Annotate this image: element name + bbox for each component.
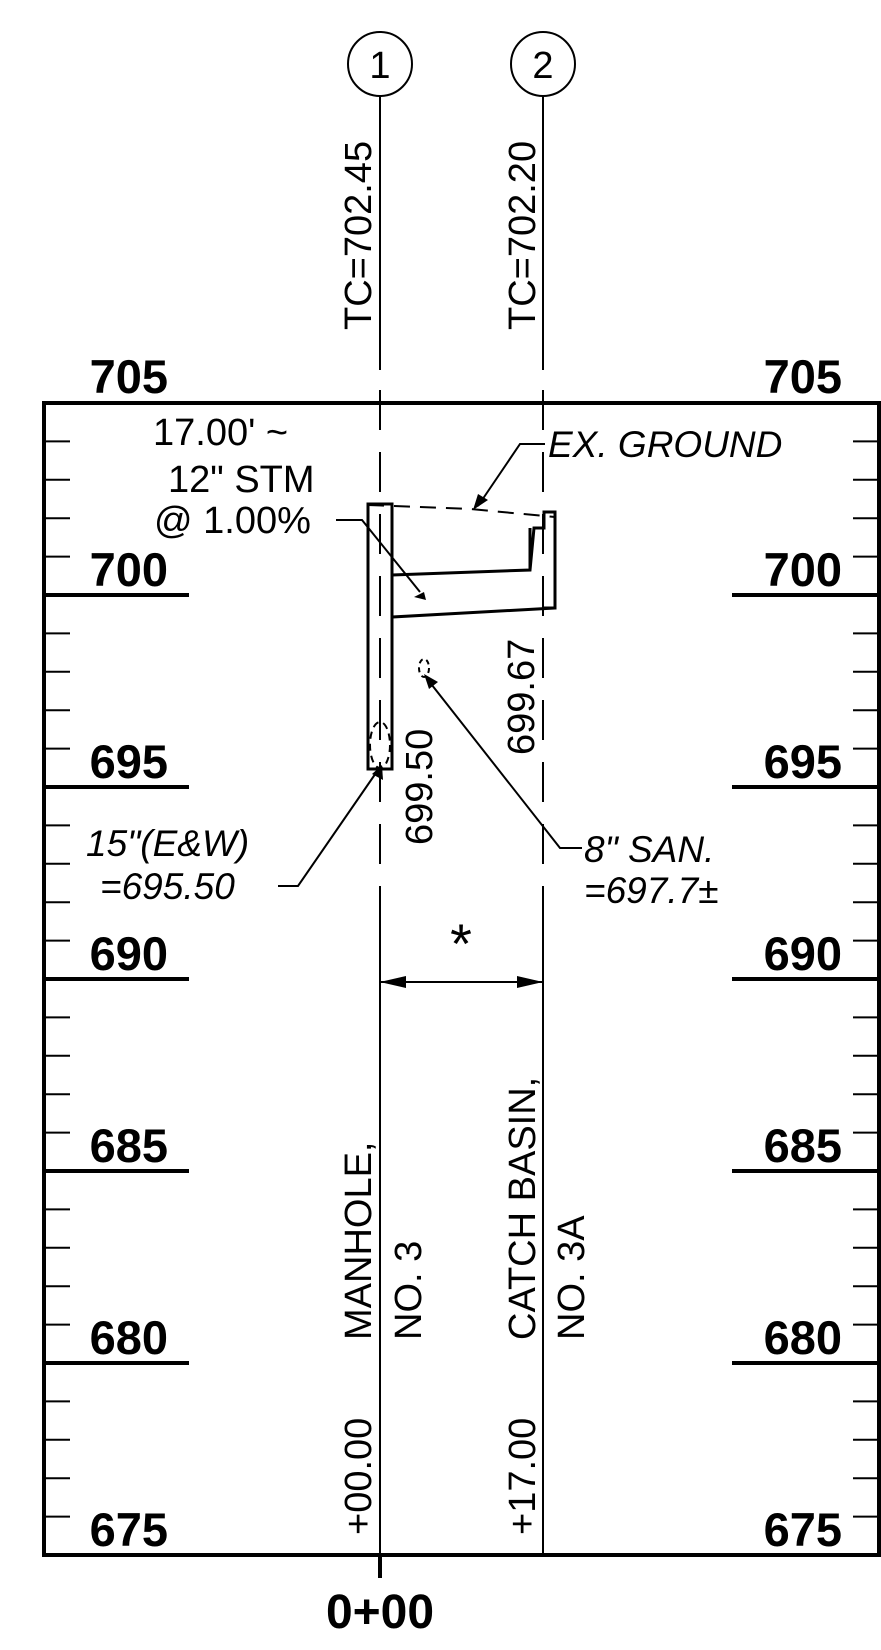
elevation-label: 690 [764,927,842,980]
pipe-note-leader [336,519,421,593]
pipe-length-note: 17.00' ~ [153,412,288,454]
crossing-8-size: 8" SAN. [584,829,714,870]
crossing-15-leader [278,769,379,887]
dimension-arrow-left [380,976,406,988]
elevation-label: 675 [90,1503,168,1556]
pipe-profile [366,502,557,771]
elevation-label: 685 [90,1119,168,1172]
ground-note-arrow [473,494,488,510]
elevation-ticks [44,401,879,1557]
elevation-label: 705 [90,350,168,403]
crossing-15-elev: =695.50 [100,866,235,907]
structure-number: NO. 3A [551,1215,593,1340]
bubble-number: 1 [369,45,390,87]
elevation-label: 680 [90,1311,168,1364]
ground-note-leader [477,443,545,507]
crossing-8-leader [427,679,582,849]
dimension-mark: * [450,912,472,975]
top-of-casting-label: TC=702.45 [338,141,380,330]
pipe-note-arrow [414,592,426,600]
elevation-label: 690 [90,927,168,980]
elevation-label: 680 [764,1311,842,1364]
structure-catch-basin-3a: 2 TC=702.20 699.67 CATCH BASIN, NO. 3A +… [501,31,593,1556]
ground-note: EX. GROUND [548,424,782,465]
structure-manhole-3: 1 TC=702.45 699.50 MANHOLE, NO. 3 +00.00 [338,31,441,1556]
crossing-15-size: 15"(E&W) [86,823,249,864]
elevation-label: 675 [764,1503,842,1556]
elevation-label: 685 [764,1119,842,1172]
crossing-8-arrow [424,674,438,689]
structure-name: MANHOLE, [338,1142,380,1340]
manhole-barrel [366,502,394,771]
elevation-labels-right: 705 700 695 690 685 680 675 [764,350,842,1556]
elevation-label: 695 [90,735,168,788]
pipe-size-note: 12" STM [168,459,315,501]
annotations: 17.00' ~ 12" STM @ 1.00% EX. GROUND 15"(… [86,412,782,911]
elevation-labels-left: 705 700 695 690 685 680 675 [90,350,168,1556]
structure-name: CATCH BASIN, [502,1077,544,1340]
existing-ground-line [367,504,556,518]
storm-pipe-bottom [390,606,556,619]
dimension: * [380,912,543,988]
profile-grid [42,401,881,1557]
station-label: 0+00 [326,1586,434,1639]
structure-number: NO. 3 [388,1241,430,1340]
station-marker: 0+00 [326,1556,434,1639]
elevation-label: 695 [764,735,842,788]
pipe-slope-note: @ 1.00% [154,500,311,542]
catch-basin-box [543,510,557,610]
bubble-number: 2 [532,45,553,87]
elevation-label: 705 [764,350,842,403]
crossing-8-inch [418,658,430,678]
crossing-8-elev: =697.7± [584,870,719,911]
invert-label: 699.67 [501,639,543,755]
top-of-casting-label: TC=702.20 [502,141,544,330]
station-offset: +00.00 [338,1418,380,1535]
structure-bubble [510,31,576,97]
station-offset: +17.00 [502,1418,544,1535]
structure-bubble [347,31,413,97]
elevation-label: 700 [764,543,842,596]
crossing-15-arrow [372,765,383,780]
elevation-label: 700 [90,543,168,596]
invert-label: 699.50 [399,729,441,845]
dimension-arrow-right [517,976,543,988]
